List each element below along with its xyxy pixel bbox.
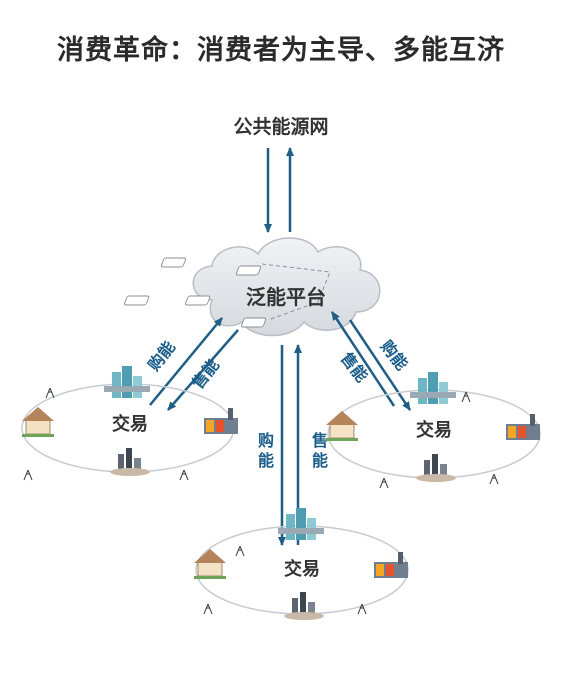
house-icon	[326, 411, 358, 441]
left-buy-arrow	[149, 317, 223, 406]
pylon-icon	[379, 391, 499, 489]
trade-label: 交易	[284, 558, 320, 580]
server-icon	[124, 257, 267, 328]
left-sell-arrow	[167, 329, 239, 411]
center-buy-label-vertical: 购能	[258, 431, 274, 470]
city-icon	[284, 592, 324, 620]
pylon-icon	[203, 545, 367, 615]
left-sell-label: 售能	[188, 356, 223, 393]
right-sell-label: 售能	[337, 349, 372, 386]
house-icon	[22, 407, 54, 437]
trade-label: 交易	[416, 419, 452, 441]
left-buy-label: 购能	[144, 338, 179, 375]
trade-label: 交易	[112, 413, 148, 435]
building-icon	[410, 372, 456, 404]
building-icon	[278, 508, 324, 540]
building-icon	[104, 366, 150, 398]
city-icon	[416, 454, 456, 482]
right-sell-arrow	[330, 311, 396, 407]
right-buy-arrow	[348, 319, 412, 411]
right-trade-node: 交易	[326, 372, 541, 489]
platform-cloud: 泛能平台	[124, 237, 381, 337]
factory-icon	[506, 414, 540, 440]
factory-icon	[374, 552, 408, 578]
left-trade-node: 交易	[21, 366, 238, 481]
platform-label: 泛能平台	[246, 285, 326, 309]
bottom-trade-node: 交易	[194, 508, 409, 620]
pylon-icon	[23, 387, 189, 481]
city-icon	[110, 448, 150, 476]
house-icon	[194, 549, 226, 579]
factory-icon	[204, 408, 238, 434]
center-sell-label-vertical: 售能	[312, 431, 328, 470]
page-title: 消费革命：消费者为主导、多能互济	[57, 35, 505, 66]
public-grid-label: 公共能源网	[233, 116, 329, 138]
